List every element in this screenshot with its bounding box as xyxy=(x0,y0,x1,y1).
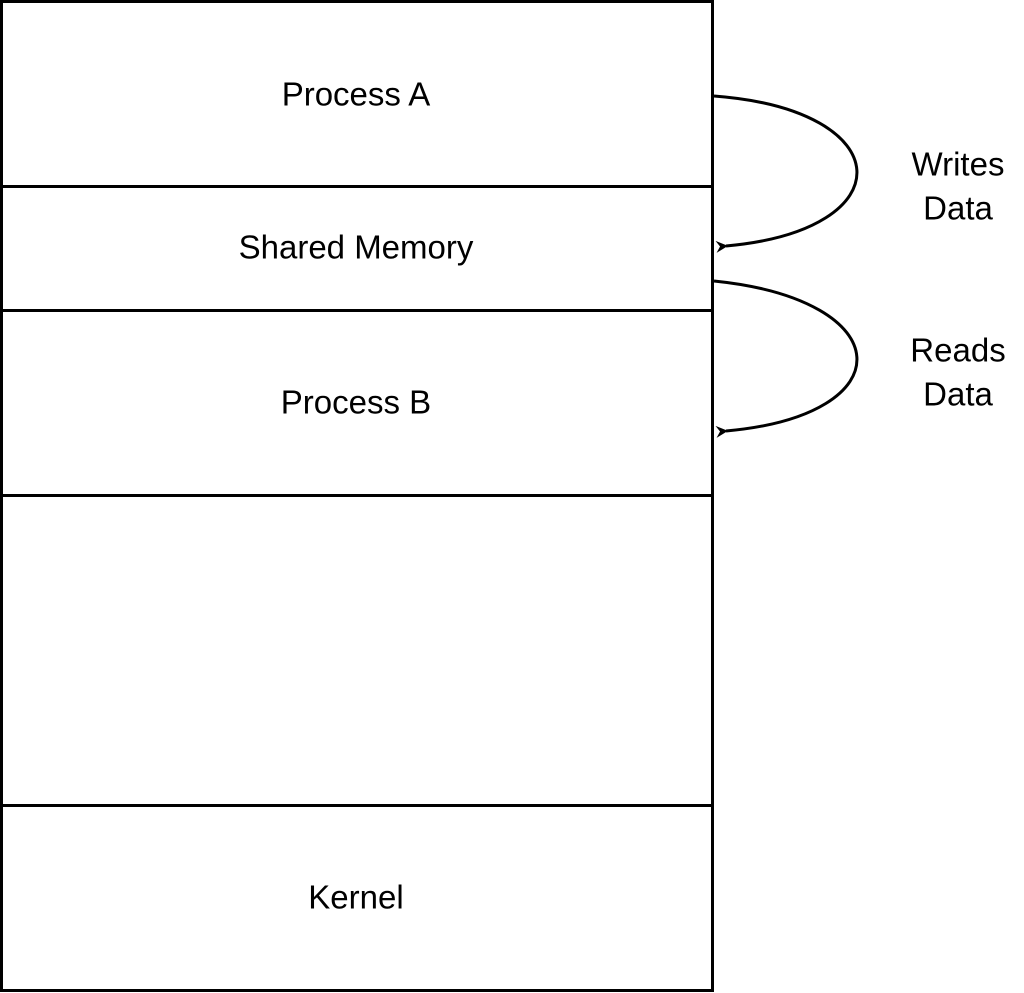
process-a-label: Process A xyxy=(282,76,431,113)
segment-process-b xyxy=(0,309,714,497)
segment-kernel xyxy=(0,804,714,992)
shared-memory-label: Shared Memory xyxy=(239,229,474,266)
reads-data-arrow xyxy=(713,279,859,438)
writes-data-label-line1: Writes xyxy=(912,146,1005,183)
memory-stack xyxy=(0,0,714,992)
segment-free-space xyxy=(0,494,714,807)
writes-data-arrow xyxy=(713,94,859,253)
kernel-label: Kernel xyxy=(308,879,403,916)
segment-shared-memory xyxy=(0,185,714,312)
reads-data-label-line1: Reads xyxy=(910,332,1005,369)
process-b-label: Process B xyxy=(281,384,431,421)
segment-process-a xyxy=(0,0,714,188)
writes-data-label-line2: Data xyxy=(923,190,993,227)
reads-data-label-line2: Data xyxy=(923,376,993,413)
